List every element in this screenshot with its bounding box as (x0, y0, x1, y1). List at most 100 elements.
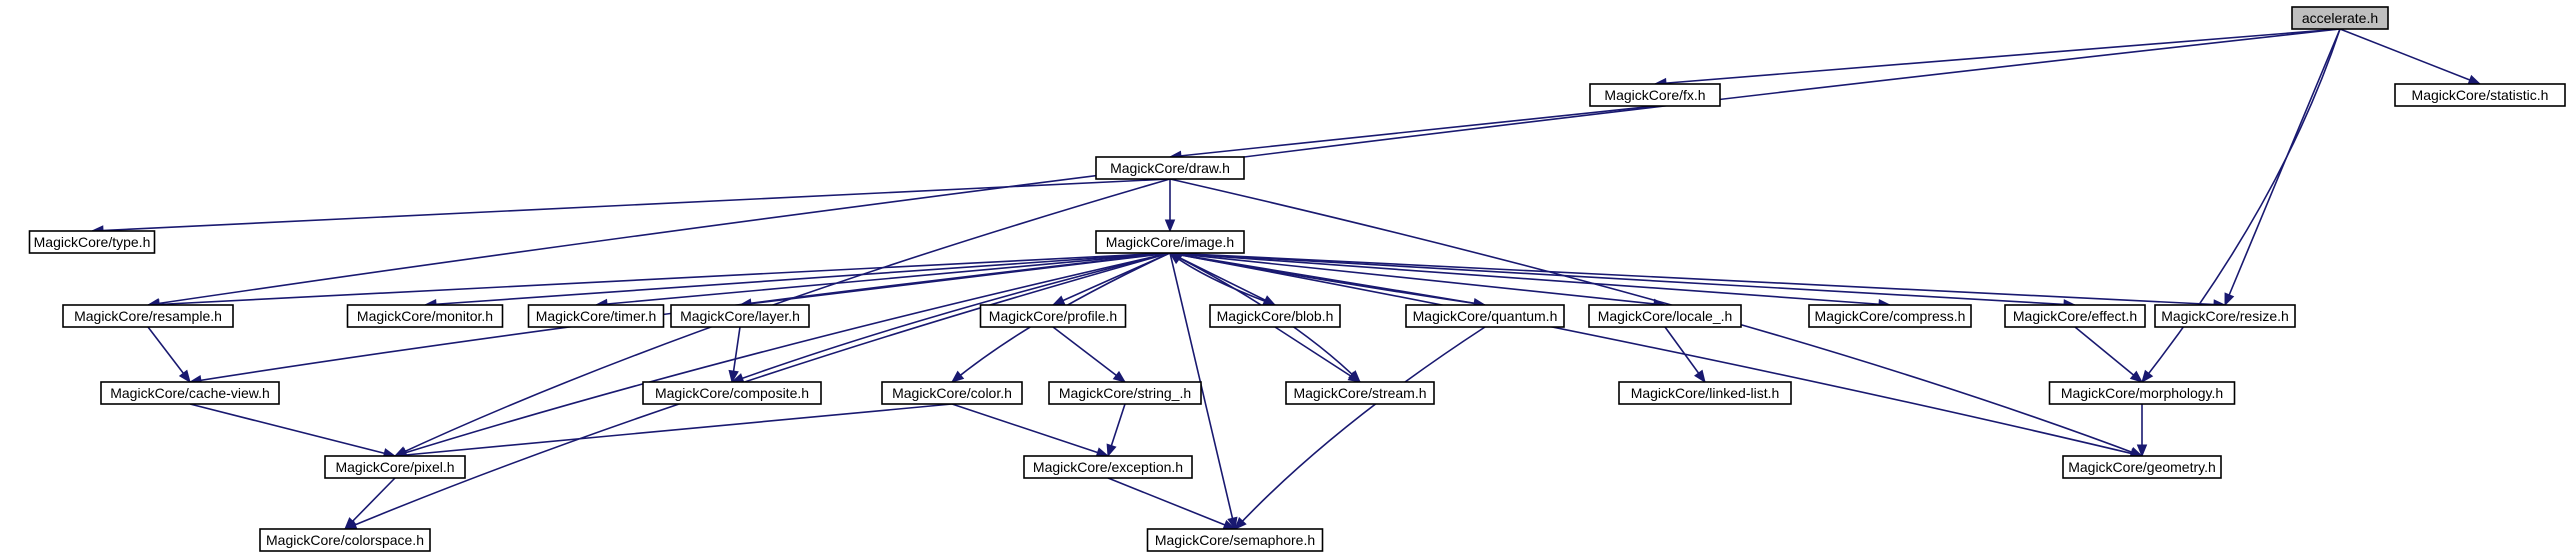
edge-locale-to-linkedlist (1664, 326, 1706, 384)
node-composite[interactable]: MagickCore/composite.h (642, 381, 822, 405)
node-quantum[interactable]: MagickCore/quantum.h (1405, 304, 1565, 328)
node-draw[interactable]: MagickCore/draw.h (1095, 156, 1245, 180)
node-box[interactable] (2154, 304, 2296, 328)
node-cacheview[interactable]: MagickCore/cache-view.h (100, 381, 280, 405)
arrowhead (1227, 516, 1238, 531)
edge-line (2141, 28, 2341, 383)
node-box[interactable] (2048, 381, 2236, 405)
node-linkedlist[interactable]: MagickCore/linked-list.h (1618, 381, 1792, 405)
edge-resample-to-cacheview (147, 326, 191, 384)
node-label: MagickCore/image.h (1106, 234, 1234, 250)
node-string[interactable]: MagickCore/string_.h (1048, 381, 1202, 405)
node-box[interactable] (979, 304, 1127, 328)
edge-line (147, 252, 1171, 306)
node-blob[interactable]: MagickCore/blob.h (1209, 304, 1341, 328)
node-box[interactable] (1588, 304, 1742, 328)
node-label: MagickCore/fx.h (1604, 87, 1705, 103)
node-box[interactable] (62, 304, 234, 328)
node-pixel[interactable]: MagickCore/pixel.h (324, 455, 466, 479)
node-exception[interactable]: MagickCore/exception.h (1023, 455, 1193, 479)
node-box[interactable] (1095, 156, 1245, 180)
node-label: MagickCore/pixel.h (335, 459, 454, 475)
edge-line (1654, 28, 2341, 85)
node-box[interactable] (259, 528, 431, 552)
arrowhead (1693, 369, 1706, 384)
edge-line (1169, 252, 2226, 306)
edge-line (731, 252, 1171, 383)
node-locale[interactable]: MagickCore/locale_.h (1588, 304, 1742, 328)
node-box[interactable] (670, 304, 810, 328)
edge-line (2074, 326, 2143, 383)
node-color[interactable]: MagickCore/color.h (881, 381, 1023, 405)
node-timer[interactable]: MagickCore/timer.h (527, 304, 665, 328)
node-label: MagickCore/colorspace.h (266, 532, 424, 548)
node-box[interactable] (1048, 381, 1202, 405)
node-box[interactable] (642, 381, 822, 405)
node-box[interactable] (2394, 83, 2566, 107)
node-box[interactable] (2291, 6, 2389, 30)
node-compress[interactable]: MagickCore/compress.h (1808, 304, 1972, 328)
arrowhead (344, 517, 357, 530)
edge-exception-to-semaphore (1107, 477, 1237, 530)
edge-line (1169, 105, 1656, 158)
arrowhead (2467, 74, 2482, 85)
edge-image-to-compress (1169, 252, 1892, 310)
node-box[interactable] (100, 381, 280, 405)
node-semaphore[interactable]: MagickCore/semaphore.h (1146, 528, 1324, 552)
node-label: MagickCore/type.h (34, 234, 151, 250)
node-label: MagickCore/locale_.h (1598, 308, 1733, 324)
node-box[interactable] (1095, 230, 1245, 254)
node-box[interactable] (346, 304, 504, 328)
node-box[interactable] (1618, 381, 1792, 405)
node-box[interactable] (1285, 381, 1435, 405)
node-box[interactable] (527, 304, 665, 328)
node-label: MagickCore/timer.h (536, 308, 657, 324)
node-box[interactable] (2062, 455, 2222, 479)
edge-color-to-pixel (393, 403, 953, 461)
node-box[interactable] (881, 381, 1023, 405)
edge-color-to-exception (951, 403, 1110, 458)
node-accelerate[interactable]: accelerate.h (2291, 6, 2389, 30)
node-resample[interactable]: MagickCore/resample.h (62, 304, 234, 328)
arrowhead (728, 369, 739, 384)
node-type[interactable]: MagickCore/type.h (28, 230, 156, 254)
node-image[interactable]: MagickCore/image.h (1095, 230, 1245, 254)
node-label: MagickCore/resize.h (2161, 308, 2289, 324)
edge-line (2339, 28, 2481, 85)
arrowhead (1347, 371, 1362, 383)
node-statistic[interactable]: MagickCore/statistic.h (2394, 83, 2566, 107)
edge-line (1169, 252, 1236, 530)
edge-draw-to-type (90, 178, 1171, 236)
node-monitor[interactable]: MagickCore/monitor.h (346, 304, 504, 328)
node-label: MagickCore/profile.h (989, 308, 1117, 324)
node-stream[interactable]: MagickCore/stream.h (1285, 381, 1435, 405)
arrowhead (1106, 443, 1117, 458)
node-morphology[interactable]: MagickCore/morphology.h (2048, 381, 2236, 405)
node-box[interactable] (1808, 304, 1972, 328)
node-resize[interactable]: MagickCore/resize.h (2154, 304, 2296, 328)
arrowhead (1164, 219, 1176, 233)
edge-line (394, 252, 1171, 457)
node-label: MagickCore/effect.h (2013, 308, 2137, 324)
node-box[interactable] (2004, 304, 2146, 328)
node-box[interactable] (1405, 304, 1565, 328)
edge-cacheview-to-pixel (189, 403, 397, 459)
edge-layer-to-composite (728, 326, 741, 384)
edge-line (1107, 477, 1236, 530)
node-colorspace[interactable]: MagickCore/colorspace.h (259, 528, 431, 552)
node-fx[interactable]: MagickCore/fx.h (1589, 83, 1721, 107)
edge-morphology-to-geometry (2136, 404, 2148, 458)
node-box[interactable] (324, 455, 466, 479)
node-box[interactable] (1146, 528, 1324, 552)
node-layer[interactable]: MagickCore/layer.h (670, 304, 810, 328)
node-box[interactable] (1209, 304, 1341, 328)
node-box[interactable] (28, 230, 156, 254)
node-geometry[interactable]: MagickCore/geometry.h (2062, 455, 2222, 479)
node-box[interactable] (1589, 83, 1721, 107)
arrowhead (950, 370, 965, 383)
node-box[interactable] (1023, 455, 1193, 479)
node-profile[interactable]: MagickCore/profile.h (979, 304, 1127, 328)
node-effect[interactable]: MagickCore/effect.h (2004, 304, 2146, 328)
node-label: MagickCore/morphology.h (2061, 385, 2223, 401)
